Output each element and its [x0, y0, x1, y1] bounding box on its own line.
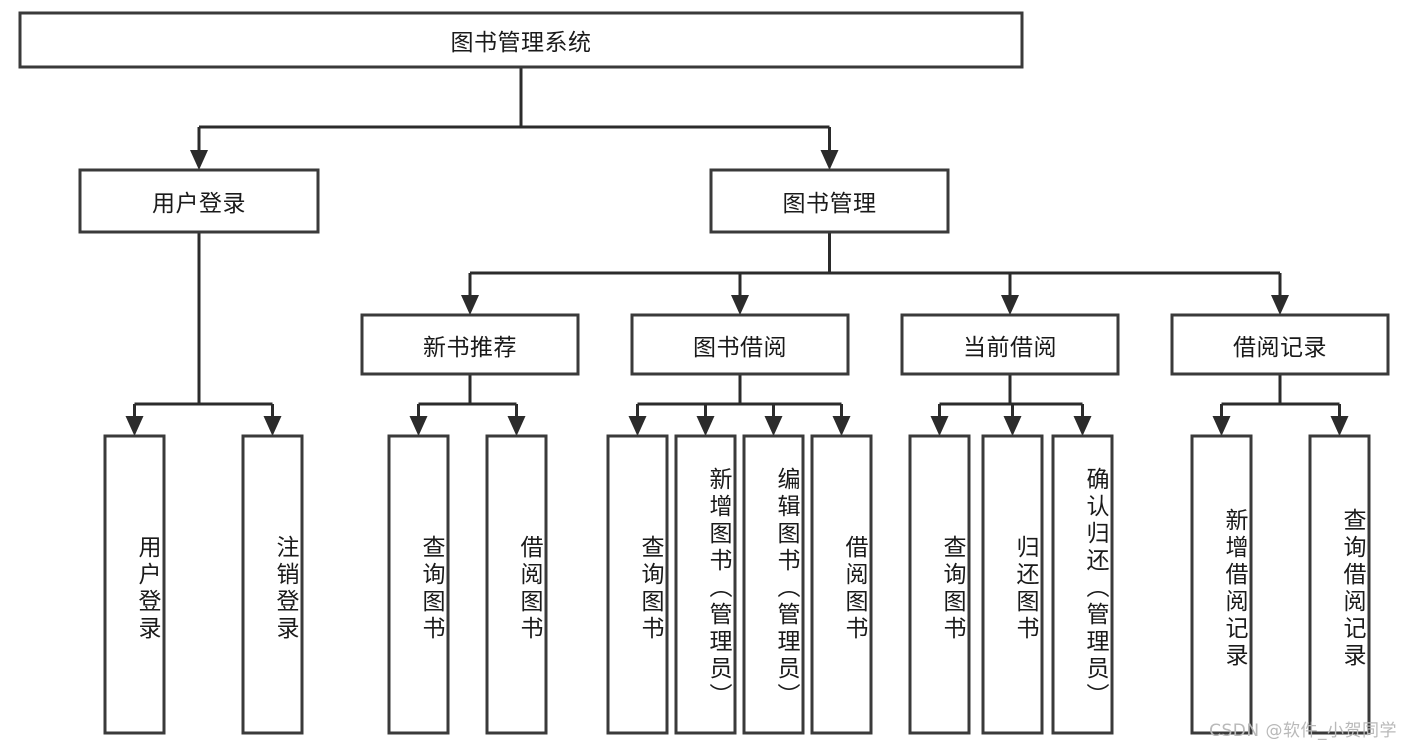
node-box-leaf-return-book[interactable]	[981, 434, 1044, 735]
arrowhead-icon	[507, 416, 526, 436]
arrowhead-icon	[1330, 416, 1349, 436]
arrowhead-icon	[930, 416, 949, 436]
node-box-user-login[interactable]	[78, 168, 320, 234]
arrowhead-icon	[125, 416, 144, 436]
node-box-leaf-query-book-1[interactable]	[387, 434, 450, 735]
arrowhead-icon	[1271, 295, 1289, 315]
node-box-leaf-add-record[interactable]	[1190, 434, 1253, 735]
arrowhead-icon	[696, 416, 715, 436]
node-box-layer	[18, 11, 1390, 735]
arrowhead-icon	[731, 295, 749, 315]
arrowhead-icon	[764, 416, 783, 436]
node-box-leaf-logout[interactable]	[241, 434, 304, 735]
arrowhead-icon	[1001, 295, 1019, 315]
arrowhead-icon	[628, 416, 647, 436]
connector-layer	[125, 67, 1349, 436]
node-box-leaf-query-book-3[interactable]	[908, 434, 971, 735]
node-box-leaf-query-record[interactable]	[1308, 434, 1371, 735]
arrowhead-icon	[190, 150, 208, 170]
node-box-new-book-rec[interactable]	[360, 313, 580, 376]
arrowhead-icon	[820, 150, 839, 170]
node-box-current-borrow[interactable]	[900, 313, 1120, 376]
node-box-leaf-add-book[interactable]	[674, 434, 737, 735]
arrowhead-icon	[461, 295, 479, 315]
arrowhead-icon	[1073, 416, 1092, 436]
node-box-leaf-borrow-book-2[interactable]	[810, 434, 873, 735]
arrowhead-icon	[832, 416, 851, 436]
node-box-leaf-borrow-book-1[interactable]	[485, 434, 548, 735]
arrowhead-icon	[1003, 416, 1022, 436]
node-box-book-manage[interactable]	[709, 168, 950, 234]
arrowhead-icon	[1212, 416, 1231, 436]
arrowhead-icon	[409, 416, 428, 436]
node-box-leaf-user-login[interactable]	[103, 434, 166, 735]
node-box-book-borrow[interactable]	[630, 313, 850, 376]
node-box-leaf-query-book-2[interactable]	[606, 434, 669, 735]
watermark: CSDN @软件_小贺同学	[1209, 721, 1397, 741]
node-box-leaf-confirm-return[interactable]	[1051, 434, 1114, 735]
arrowhead-icon	[263, 416, 282, 436]
node-box-leaf-edit-book[interactable]	[742, 434, 805, 735]
node-box-root[interactable]	[18, 11, 1024, 69]
node-box-borrow-record[interactable]	[1170, 313, 1390, 376]
